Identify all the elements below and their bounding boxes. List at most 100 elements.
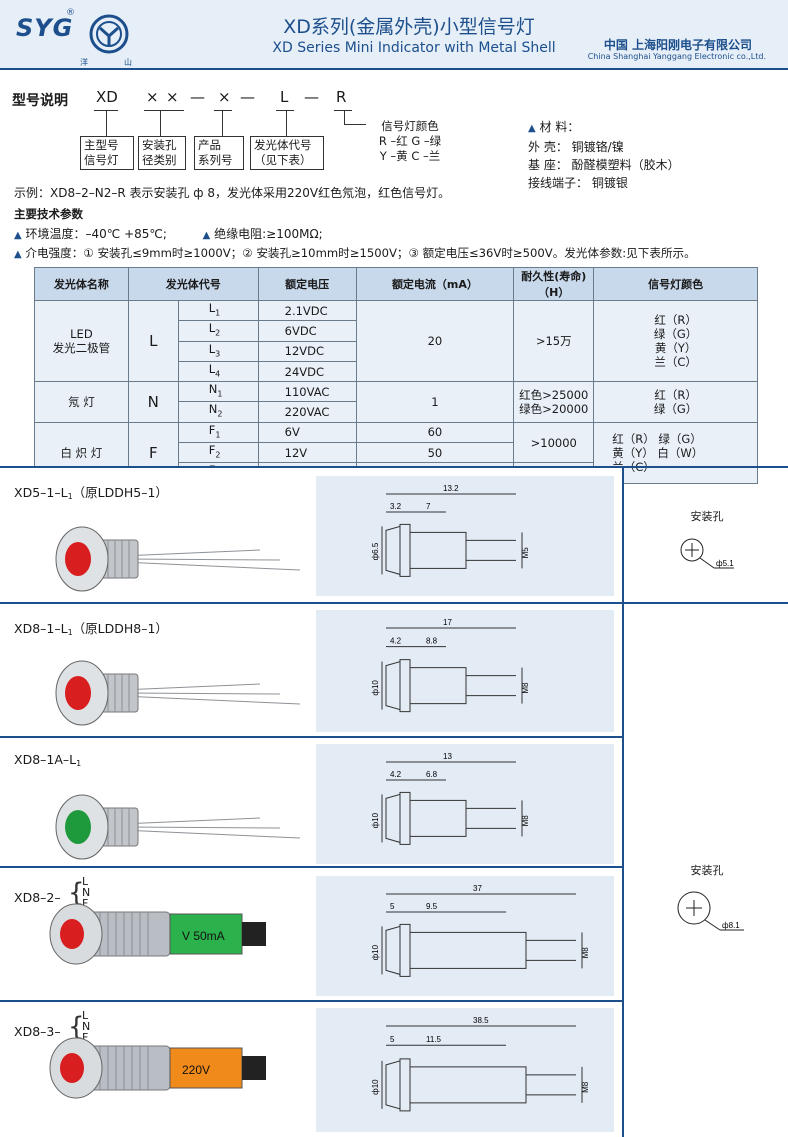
drawing-nut — [399, 791, 411, 845]
mounting-hole-dia: ф5.1 — [716, 559, 734, 568]
voltage-cell: 6V — [257, 421, 357, 444]
dimension-thread: M8 — [581, 947, 590, 959]
mounting-hole-title: 安装孔 — [690, 510, 724, 523]
table-row: L4 24VDC — [35, 360, 758, 383]
light-subcode-cell: N1 — [177, 381, 259, 403]
product-wire — [119, 695, 301, 705]
product-wire — [119, 558, 281, 561]
drawing-body — [409, 1066, 527, 1104]
model-code-part: — — [190, 88, 205, 106]
mounting-hole-icon: ф5.1 — [680, 538, 734, 569]
model-code-part: — — [240, 88, 255, 106]
life-cell: >10000 — [513, 421, 595, 464]
product-model-label: XD8–2– — [14, 890, 61, 905]
light-name-cell: 氖 灯 — [34, 381, 129, 423]
model-box-hole: 安装孔径类别 — [138, 136, 186, 170]
drawing-lamp-head — [385, 1060, 401, 1110]
model-code-part: R — [336, 88, 347, 106]
column-header: 额定电压 — [257, 267, 357, 301]
dimension-b: 8.8 — [426, 637, 438, 646]
voltage-cell: 12VDC — [257, 340, 357, 362]
emblem-left-text: 洋 — [80, 58, 88, 67]
table-row: 白 炽 灯 F F1 6V 60 >10000 红（R） 绿（G）黄（Y） 白（… — [34, 421, 758, 484]
product-wire — [119, 829, 301, 839]
column-header: 发光体名称 — [34, 267, 129, 301]
brace-icon: { — [68, 1012, 85, 1042]
page-title: XD系列(金属外壳)小型信号灯 — [283, 16, 535, 38]
voltage-cell: 110VAC — [257, 381, 357, 403]
dimension-thread: M8 — [521, 682, 530, 694]
mounting-hole-title: 安装孔 — [690, 864, 724, 877]
table-header-row: 发光体名称 发光体代号 额定电压 额定电流（mA） 耐久性(寿命)（H） 信号灯… — [34, 267, 758, 301]
drawing-body — [409, 931, 527, 969]
params-title: 主要技术参数 — [14, 207, 83, 221]
light-source-table: 发光体名称 发光体代号 额定电压 额定电流（mA） 耐久性(寿命)（H） 信号灯… — [34, 267, 758, 484]
drawing-lamp-head — [385, 925, 401, 976]
model-code-part: L — [280, 88, 289, 106]
product-lens — [65, 810, 91, 844]
dimension-overall: 13.2 — [443, 484, 459, 493]
product-wire — [119, 817, 261, 825]
drawing-nut — [399, 659, 411, 713]
model-code-part: × — [146, 88, 159, 106]
dimension-a: 3.2 — [390, 502, 402, 511]
page-subtitle: XD Series Mini Indicator with Metal Shel… — [272, 40, 556, 56]
mounting-hole-icon: ф8.1 — [677, 891, 744, 931]
connector-line — [344, 124, 366, 125]
voltage-cell: 220VAC — [257, 401, 357, 423]
registered-mark: ® — [66, 8, 75, 18]
dimension-a: 4.2 — [390, 637, 402, 646]
product-wire — [119, 549, 261, 557]
mounting-hole-panel: 安装孔 ф8.1 — [624, 604, 788, 1137]
product-sleeve — [169, 913, 243, 955]
light-option: N — [82, 886, 91, 899]
column-header: 信号灯颜色 — [593, 267, 758, 301]
dimension-b: 11.5 — [426, 1035, 442, 1044]
model-box-series: 产品系列号 — [194, 136, 244, 170]
product-lens — [65, 676, 91, 710]
light-option: L — [82, 875, 89, 888]
current-cell: 50 — [355, 442, 515, 464]
light-subcode-cell: L3 — [177, 340, 259, 362]
table-row: L2 6VDC — [35, 320, 758, 342]
model-box-main: 主型号信号灯 — [80, 136, 134, 170]
model-code-part: XD — [96, 88, 118, 106]
dimension-thread: M8 — [521, 815, 530, 827]
drawing-nut — [399, 523, 411, 577]
dimension-thread: M8 — [581, 1081, 590, 1093]
dimension-a: 5 — [390, 1035, 395, 1044]
sleeve-text: 220V — [182, 1063, 210, 1077]
connector-line — [276, 110, 294, 111]
voltage-cell: 12V — [257, 442, 357, 464]
product-wire — [119, 561, 301, 571]
column-header: 发光体代号 — [127, 267, 259, 301]
light-subcode-cell: F1 — [177, 421, 259, 444]
product-sleeve — [169, 1047, 243, 1089]
dimension-b: 7 — [426, 502, 431, 511]
connector-line — [144, 110, 184, 111]
model-code-part: × — [218, 88, 231, 106]
product-photo: 220V — [49, 1037, 266, 1099]
dimension-diameter: ф10 — [371, 944, 380, 960]
product-model-label: XD5–1–L1（原LDDH5–1） — [14, 485, 168, 501]
light-code-cell: L — [127, 299, 179, 383]
drawing-body — [409, 667, 467, 705]
product-wire — [119, 826, 281, 829]
triangle-bullet-icon: ▲ — [528, 123, 536, 134]
column-header: 耐久性(寿命)（H） — [513, 267, 595, 301]
mounting-hole-column: 安装孔 ф5.1 安装孔 ф8.1 — [622, 468, 788, 1137]
dimension-thread: M5 — [521, 547, 530, 559]
product-wire — [119, 692, 281, 695]
current-cell: 20 — [355, 299, 515, 383]
color-cell: 红（R）绿（G） 黄（Y）兰（C） — [593, 299, 758, 383]
life-cell: >15万 — [513, 299, 595, 383]
connector-line — [222, 110, 223, 136]
product-model-label: XD8–1A–L1 — [14, 752, 82, 768]
light-option: N — [82, 1020, 91, 1033]
